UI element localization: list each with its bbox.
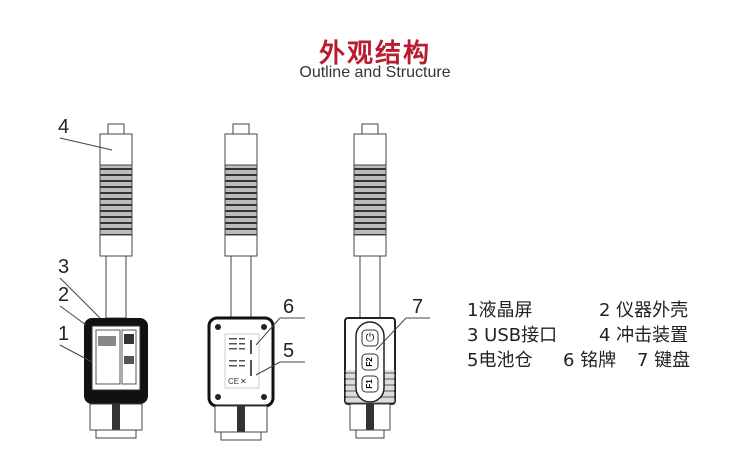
legend-item-usb: 3 USB接口 — [467, 325, 558, 346]
callout-2: 2 — [58, 284, 70, 306]
callout-5: 5 — [283, 340, 295, 362]
callout-1: 1 — [58, 323, 70, 345]
callout-4: 4 — [58, 116, 70, 138]
callout-6: 6 — [283, 296, 295, 318]
back-view: CE ✕ — [207, 123, 305, 441]
svg-text:✕: ✕ — [240, 377, 247, 386]
f2-key-label: F2 — [365, 357, 374, 367]
title-english: Outline and Structure — [299, 64, 451, 81]
legend-item-lcd: 1液晶屏 — [467, 300, 533, 321]
parts-legend: 1液晶屏 2 仪器外壳 3 USB接口 4 冲击装置 5电池仓 6 铭牌 7 键… — [467, 298, 707, 373]
legend-item-battery: 5电池仓 — [467, 350, 533, 371]
title-chinese: 外观结构 — [318, 39, 431, 69]
legend-item-housing: 2 仪器外壳 — [599, 300, 689, 321]
svg-text:CE: CE — [228, 377, 239, 386]
f1-key-label: F1 — [365, 379, 374, 389]
power-key-icon: ⏻ — [365, 332, 375, 344]
front-view — [59, 123, 148, 439]
keypad-view — [344, 123, 430, 439]
legend-row: 3 USB接口 4 冲击装置 — [467, 323, 707, 348]
callout-7: 7 — [412, 296, 424, 318]
legend-item-impact-device: 4 冲击装置 — [599, 325, 689, 346]
legend-item-nameplate: 6 铭牌 — [563, 350, 617, 371]
legend-item-keypad: 7 键盘 — [637, 350, 691, 371]
legend-row: 5电池仓 6 铭牌 7 键盘 — [467, 348, 707, 373]
callout-3: 3 — [58, 256, 70, 278]
legend-row: 1液晶屏 2 仪器外壳 — [467, 298, 707, 323]
